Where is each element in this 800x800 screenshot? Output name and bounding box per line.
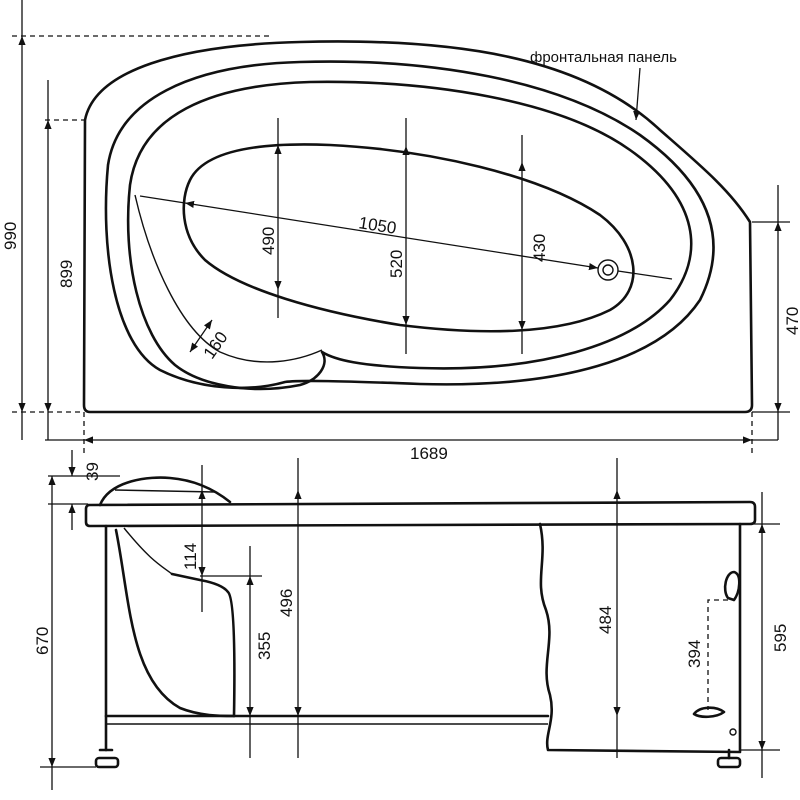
overflow-icon [723, 570, 741, 602]
dim-39: 39 [83, 462, 102, 481]
dim-1689: 1689 [410, 444, 448, 463]
dim-470: 470 [783, 307, 800, 335]
left-foot [94, 756, 120, 769]
side-view: 39 670 114 355 496 484 394 [33, 450, 790, 790]
tub-outer-contour [82, 40, 754, 414]
front-panel-label: фронтальная панель [530, 49, 677, 66]
dim-line-160 [189, 319, 213, 353]
dim-484: 484 [596, 606, 615, 634]
seat-side [170, 572, 236, 718]
top-view: фронтальная панель 990 899 470 1689 [1, 0, 800, 463]
tub-bowl-contour [126, 80, 693, 391]
dim-160: 160 [200, 328, 232, 362]
drain-icon [597, 259, 619, 281]
basin-bottom-contour [182, 143, 635, 333]
drain-side-icon [692, 706, 726, 719]
dim-490: 490 [259, 227, 278, 255]
dim-line-1050 [184, 200, 599, 271]
basin-wall-side [114, 528, 236, 718]
tub-rim-contour [104, 60, 715, 390]
dim-899: 899 [57, 260, 76, 288]
dim-355: 355 [255, 632, 274, 660]
front-panel-break [538, 522, 742, 754]
dim-430: 430 [530, 234, 549, 262]
tub-rim-side [84, 500, 757, 528]
dim-496: 496 [277, 589, 296, 617]
dim-1050: 1050 [357, 213, 397, 238]
right-foot [716, 756, 742, 769]
dim-595: 595 [771, 624, 790, 652]
dim-114: 114 [181, 543, 200, 570]
dim-394: 394 [685, 640, 704, 668]
dim-670: 670 [33, 627, 52, 655]
dim-520: 520 [387, 250, 406, 278]
dim-990: 990 [1, 222, 20, 250]
front-panel-leader [633, 67, 641, 121]
seat-contour [134, 194, 323, 363]
